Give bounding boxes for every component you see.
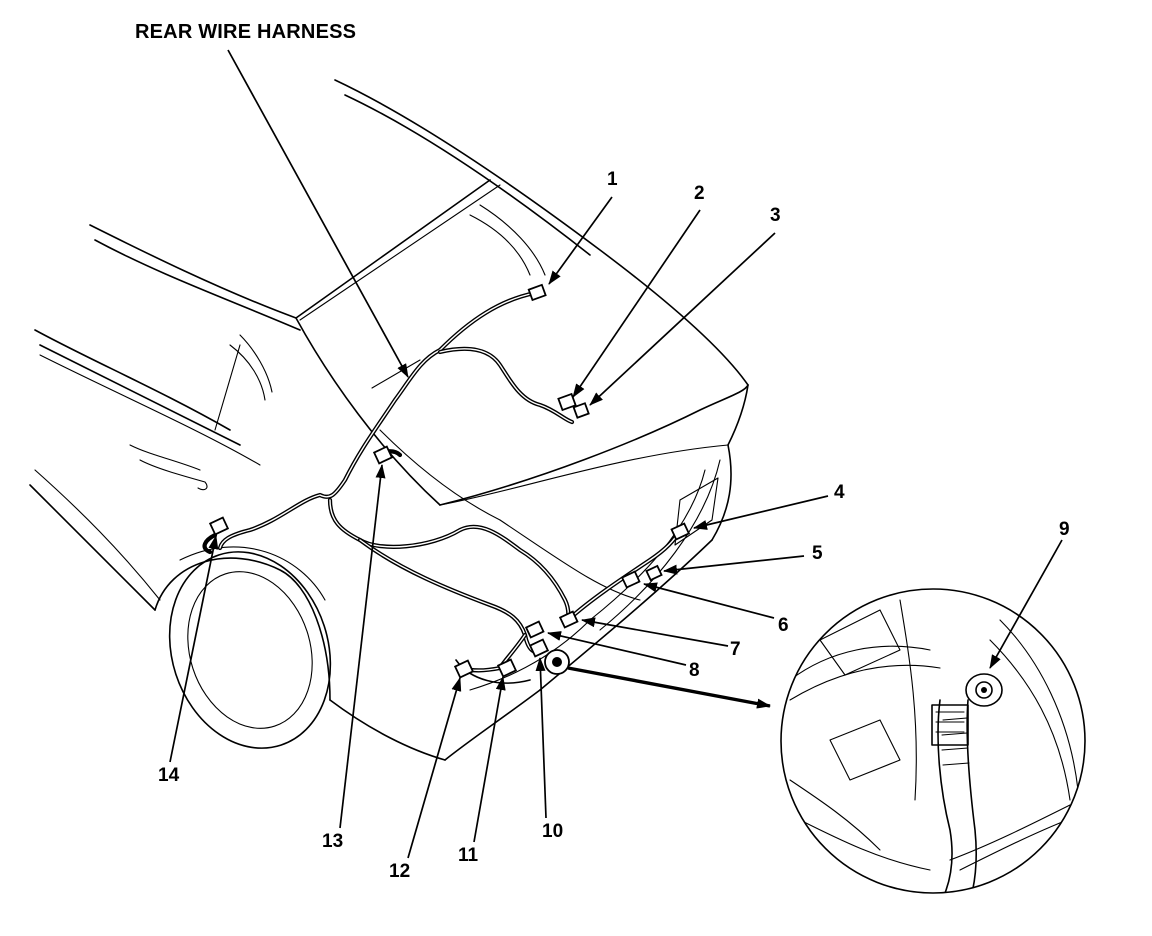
callout-8: 8 bbox=[689, 660, 700, 681]
callout-2: 2 bbox=[694, 183, 705, 204]
callout-9: 9 bbox=[1059, 519, 1070, 540]
connector-8 bbox=[524, 620, 545, 639]
callout-14: 14 bbox=[158, 765, 180, 786]
connector-10 bbox=[528, 638, 550, 658]
connector-14 bbox=[208, 516, 230, 536]
connector-1 bbox=[527, 283, 547, 302]
wire-harness bbox=[202, 290, 683, 673]
callout-13: 13 bbox=[322, 831, 344, 852]
connector-6 bbox=[620, 570, 641, 589]
connector-12 bbox=[453, 659, 475, 679]
callout-3: 3 bbox=[770, 205, 781, 226]
harness-title: REAR WIRE HARNESS bbox=[135, 21, 357, 43]
connector-4 bbox=[670, 522, 691, 541]
callout-10: 10 bbox=[542, 821, 564, 842]
callout-1: 1 bbox=[607, 169, 618, 190]
connector-3 bbox=[572, 402, 590, 419]
callout-5: 5 bbox=[812, 543, 823, 564]
car-body bbox=[29, 79, 749, 761]
connector-5 bbox=[645, 564, 663, 582]
callout-6: 6 bbox=[778, 615, 789, 636]
connector-13 bbox=[372, 445, 394, 465]
connectors bbox=[208, 283, 691, 679]
callout-12: 12 bbox=[389, 861, 411, 882]
callout-11: 11 bbox=[458, 845, 479, 866]
connector-7 bbox=[558, 610, 579, 629]
detail-inset bbox=[780, 588, 1086, 894]
connector-11 bbox=[496, 658, 518, 678]
leader-lines bbox=[169, 49, 1063, 859]
connector-2 bbox=[557, 392, 577, 412]
callout-7: 7 bbox=[730, 639, 741, 660]
callout-4: 4 bbox=[834, 482, 845, 503]
